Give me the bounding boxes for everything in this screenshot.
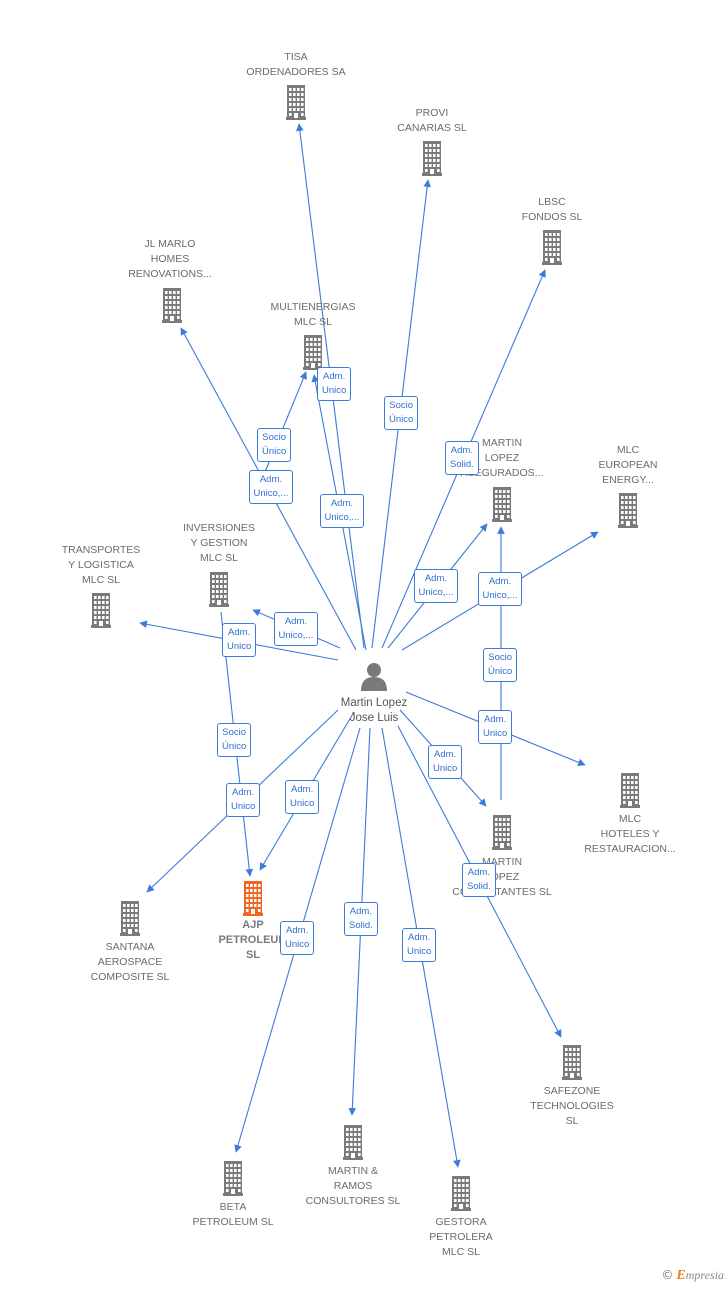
company-node-gestora[interactable]: GESTORA PETROLERA MLC SL	[396, 1215, 526, 1260]
company-name: MLC HOTELES Y RESTAURACION...	[584, 813, 676, 855]
company-node-mlceur[interactable]: MLC EUROPEAN ENERGY...	[563, 443, 693, 488]
building-icon[interactable]	[537, 229, 567, 265]
company-name: INVERSIONES Y GESTION MLC SL	[183, 522, 255, 564]
relation-label[interactable]: Adm. Unico,...	[477, 572, 523, 606]
relation-label[interactable]: Adm. Unico	[280, 921, 315, 955]
company-node-santana[interactable]: SANTANA AEROSPACE COMPOSITE SL	[65, 940, 195, 985]
company-name: BETA PETROLEUM SL	[192, 1201, 274, 1228]
company-node-mlcons[interactable]: MARTIN LOPEZ CONSULTANTES SL	[437, 855, 567, 900]
building-icon[interactable]	[615, 772, 645, 808]
company-name: MLC EUROPEAN ENERGY...	[598, 444, 658, 486]
company-name: SAFEZONE TECHNOLOGIES SL	[530, 1085, 614, 1127]
company-name: MARTIN LOPEZ ASEGURADOS...	[460, 437, 544, 479]
relation-label[interactable]: Adm. Solid.	[462, 863, 496, 897]
company-name: MARTIN LOPEZ CONSULTANTES SL	[452, 856, 552, 898]
company-node-beta[interactable]: BETA PETROLEUM SL	[168, 1200, 298, 1230]
company-name: TRANSPORTES Y LOGISTICA MLC SL	[61, 544, 141, 586]
person-icon[interactable]	[359, 661, 389, 691]
relation-label[interactable]: Socio Único	[217, 723, 252, 757]
building-icon[interactable]	[487, 486, 517, 522]
company-node-martinramos[interactable]: MARTIN & RAMOS CONSULTORES SL	[288, 1164, 418, 1209]
company-name: JL MARLO HOMES RENOVATIONS...	[128, 238, 212, 280]
relation-label[interactable]: Adm. Unico	[285, 780, 320, 814]
company-node-multienergias[interactable]: MULTIENERGIAS MLC SL	[248, 300, 378, 330]
company-node-mlchot[interactable]: MLC HOTELES Y RESTAURACION...	[565, 812, 695, 857]
relation-label[interactable]: Socio Único	[384, 396, 419, 430]
relation-label[interactable]: Adm. Unico,...	[319, 494, 365, 528]
company-node-mlaseg[interactable]: MARTIN LOPEZ ASEGURADOS...	[437, 436, 567, 481]
company-node-tisa[interactable]: TISA ORDENADORES SA	[231, 50, 361, 80]
logo-initial: E	[676, 1268, 686, 1283]
center-person-name: Martin Lopez Jose Luis	[340, 697, 408, 724]
building-icon[interactable]	[218, 1160, 248, 1196]
relation-label[interactable]: Adm. Unico	[317, 367, 352, 401]
relation-label[interactable]: Adm. Unico	[428, 745, 463, 779]
relation-label[interactable]: Socio Único	[257, 428, 292, 462]
relation-label[interactable]: Adm. Unico,...	[273, 612, 319, 646]
building-icon[interactable]	[417, 140, 447, 176]
building-icon[interactable]	[446, 1175, 476, 1211]
building-icon[interactable]	[487, 814, 517, 850]
building-icon[interactable]	[298, 334, 328, 370]
relation-label[interactable]: Socio Único	[483, 648, 518, 682]
logo-text: mpresia	[685, 1268, 724, 1282]
company-node-lbsc[interactable]: LBSC FONDOS SL	[487, 195, 617, 225]
building-icon[interactable]	[204, 571, 234, 607]
relation-label[interactable]: Adm. Unico	[402, 928, 437, 962]
company-name: LBSC FONDOS SL	[521, 196, 583, 223]
company-node-safezone[interactable]: SAFEZONE TECHNOLOGIES SL	[507, 1084, 637, 1129]
building-icon[interactable]	[557, 1044, 587, 1080]
company-name: GESTORA PETROLERA MLC SL	[429, 1216, 493, 1258]
company-name: TISA ORDENADORES SA	[246, 51, 346, 78]
company-name: AJP PETROLEUM SL	[218, 919, 288, 961]
company-name: MULTIENERGIAS MLC SL	[270, 301, 356, 328]
building-icon[interactable]	[281, 84, 311, 120]
building-icon[interactable]	[86, 592, 116, 628]
relation-label[interactable]: Adm. Unico,...	[413, 569, 459, 603]
company-name: MARTIN & RAMOS CONSULTORES SL	[305, 1165, 401, 1207]
building-icon[interactable]	[238, 880, 268, 916]
center-person-node[interactable]: Martin Lopez Jose Luis	[309, 696, 439, 726]
relation-label[interactable]: Adm. Unico,...	[248, 470, 294, 504]
relation-label[interactable]: Adm. Unico	[226, 783, 261, 817]
building-icon[interactable]	[613, 492, 643, 528]
relation-label[interactable]: Adm. Unico	[478, 710, 513, 744]
building-icon[interactable]	[115, 900, 145, 936]
company-name: SANTANA AEROSPACE COMPOSITE SL	[90, 941, 170, 983]
company-node-transportes[interactable]: TRANSPORTES Y LOGISTICA MLC SL	[36, 543, 166, 588]
empresia-logo: © Empresia	[661, 1268, 724, 1284]
relation-label[interactable]: Adm. Solid.	[445, 441, 479, 475]
copyright-symbol: ©	[661, 1268, 674, 1282]
company-node-jlmarlo[interactable]: JL MARLO HOMES RENOVATIONS...	[105, 237, 235, 282]
company-name: PROVI CANARIAS SL	[397, 107, 467, 134]
building-icon[interactable]	[338, 1124, 368, 1160]
company-node-ajp[interactable]: AJP PETROLEUM SL	[188, 918, 318, 963]
relation-label[interactable]: Adm. Unico	[222, 623, 257, 657]
building-icon[interactable]	[157, 287, 187, 323]
company-node-inversiones[interactable]: INVERSIONES Y GESTION MLC SL	[154, 521, 284, 566]
relation-label[interactable]: Adm. Solid.	[344, 902, 378, 936]
company-node-provi[interactable]: PROVI CANARIAS SL	[367, 106, 497, 136]
